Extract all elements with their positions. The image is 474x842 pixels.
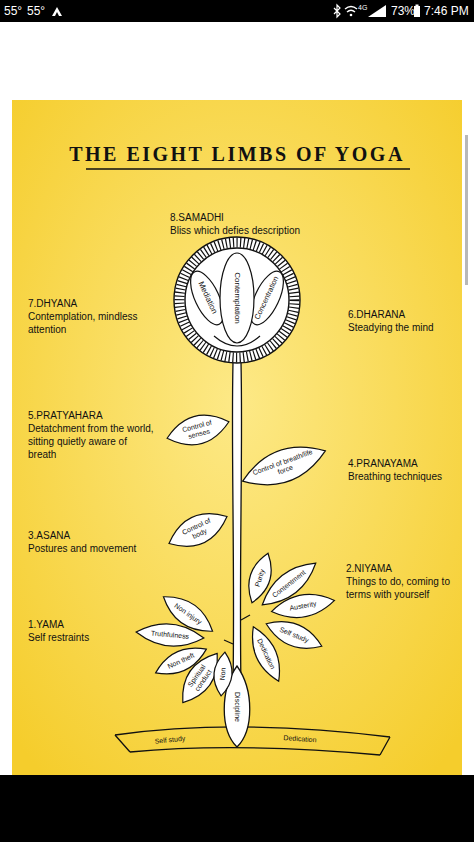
status-text: 4G — [358, 3, 367, 12]
diagram-title: THE EIGHT LIMBS OF YOGA — [17, 143, 457, 165]
leaf-label: Control of body — [176, 514, 221, 546]
limb-description: Steadying the mind — [348, 321, 458, 334]
limb-heading: 5.PRATYAHARA — [28, 409, 156, 422]
limb-heading: 6.DHARANA — [348, 308, 458, 321]
bottom-band — [0, 775, 474, 842]
status-text: 73% — [391, 4, 415, 20]
limb-description: Postures and movement — [28, 542, 168, 555]
limb-heading: 8.SAMADHI — [170, 211, 370, 224]
leaves — [135, 408, 336, 709]
flower — [174, 237, 300, 363]
leaf-label: Contentment — [265, 564, 312, 603]
root-label: Discipline — [233, 682, 241, 732]
root-label: Dedication — [270, 733, 330, 745]
limb-heading: 4.PRANAYAMA — [348, 457, 458, 470]
limb-description: Bliss which defies description — [170, 224, 390, 237]
status-bar — [0, 0, 474, 22]
petal-label: Contemplation — [233, 258, 242, 338]
status-text: 7:46 PM — [424, 4, 469, 20]
scroll-indicator — [465, 135, 468, 285]
leaf-label: Control of breath/life force — [251, 448, 316, 484]
limb-description: Contemplation, mindless attention — [28, 310, 160, 336]
leaf-label: Non — [218, 660, 228, 689]
title-underline — [86, 168, 410, 170]
limb-description: Breathing techniques — [348, 470, 458, 483]
leaf-label: Purity — [250, 558, 270, 598]
leaf-label: Austerity — [278, 598, 329, 614]
leaf-label: Truthfulness — [143, 629, 197, 641]
stem — [232, 362, 241, 690]
yellow-panel — [12, 100, 462, 775]
petal-label: Mediation — [192, 273, 222, 324]
limb-description: Detatchment from the world, sitting quie… — [28, 422, 156, 461]
leaf-label: Spiritual conduct — [182, 657, 218, 699]
limb-description: Things to do, coming to terms with yours… — [346, 575, 466, 601]
leaf-label: Self study — [271, 623, 317, 647]
petal-label: Concentration — [251, 271, 282, 325]
limb-description: Self restraints — [28, 631, 138, 644]
limb-heading: 7.DHYANA — [28, 297, 160, 310]
leaf-label: Control of senses — [176, 417, 221, 443]
root-band — [115, 727, 390, 755]
status-text: 55° — [4, 4, 22, 20]
root-label: Self study — [140, 733, 200, 747]
limb-heading: 1.YAMA — [28, 618, 138, 631]
status-text: 55° — [27, 4, 45, 20]
limb-heading: 2.NIYAMA — [346, 562, 466, 575]
leaf-label: Non injury — [167, 598, 209, 631]
leaf-label: Dedication — [253, 632, 279, 677]
limb-heading: 3.ASANA — [28, 529, 168, 542]
